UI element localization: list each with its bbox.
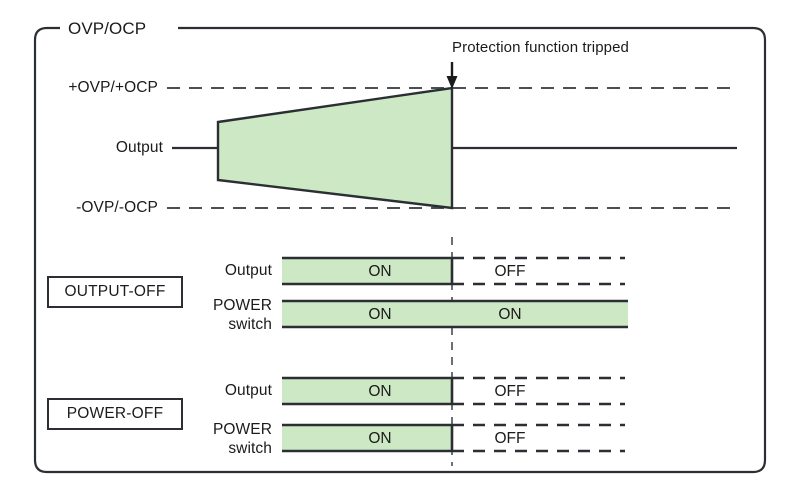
bar-on-fill (282, 426, 452, 451)
bar-on-fill (282, 259, 452, 284)
trip-annotation-label: Protection function tripped (452, 39, 629, 56)
state-before-trip: ON (368, 383, 392, 400)
row-label-output: Output (224, 382, 272, 399)
lower-threshold-label: -OVP/-OCP (76, 199, 158, 216)
upper-threshold-label: +OVP/+OCP (68, 79, 158, 96)
bar-on-fill (282, 379, 452, 404)
bar-on-fill (282, 302, 628, 327)
state-after-trip: ON (498, 306, 522, 323)
group-label-power-off: POWER-OFF (47, 398, 183, 430)
page-title: OVP/OCP (62, 19, 153, 40)
state-after-trip: OFF (494, 263, 526, 280)
state-after-trip: OFF (494, 383, 526, 400)
output-envelope-shape (216, 86, 454, 210)
row-label-power-switch-line2: switch (228, 440, 272, 457)
panel-border (33, 26, 767, 474)
state-before-trip: ON (368, 306, 392, 323)
row-label-power-switch: POWER (212, 421, 272, 438)
trip-arrow-head (446, 76, 458, 89)
state-before-trip: ON (368, 263, 392, 280)
state-before-trip: ON (368, 430, 392, 447)
row-label-power-switch-line2: switch (228, 316, 272, 333)
row-label-power-switch: POWER (212, 297, 272, 314)
output-axis-label: Output (115, 139, 163, 156)
state-after-trip: OFF (494, 430, 526, 447)
row-label-output: Output (224, 262, 272, 279)
group-label-output-off: OUTPUT-OFF (47, 276, 183, 308)
